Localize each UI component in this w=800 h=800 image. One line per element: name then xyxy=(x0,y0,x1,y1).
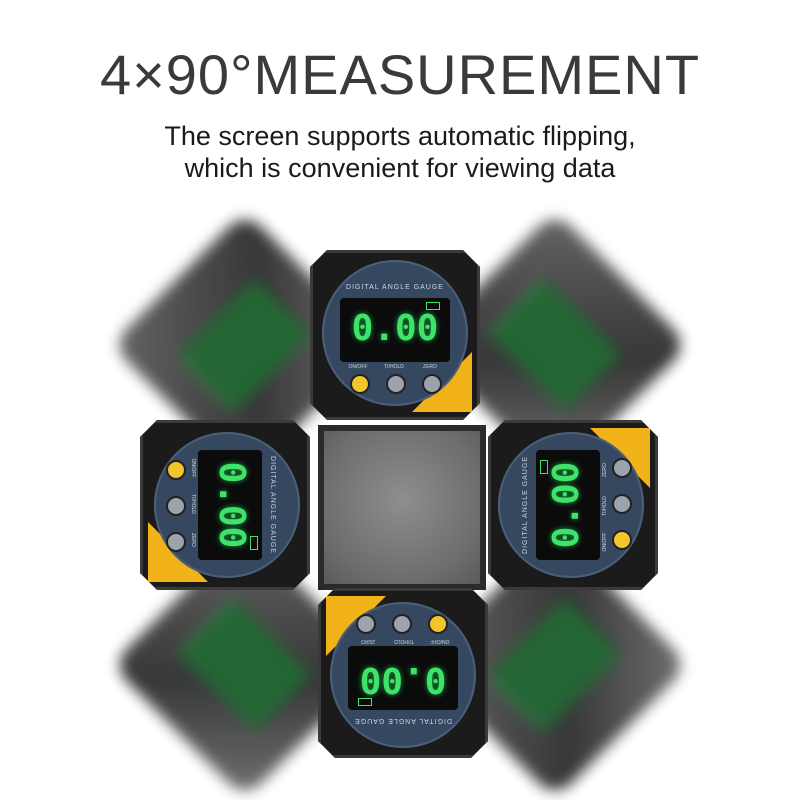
lcd-display: 0.00 xyxy=(198,450,262,560)
label-onoff: ON/OFF xyxy=(190,458,196,478)
onoff-button[interactable] xyxy=(350,374,370,394)
angle-reading: 0.00 xyxy=(211,461,252,549)
label-hold: TI/HOLD xyxy=(384,364,404,370)
gauge-brand: DIGITAL ANGLE GAUGE xyxy=(354,717,452,724)
onoff-button[interactable] xyxy=(428,614,448,634)
angle-reading: 0.00 xyxy=(351,308,439,349)
angle-reading: 0.00 xyxy=(546,461,587,549)
label-hold: TI/HOLD xyxy=(394,638,414,644)
subtitle-line-2: which is convenient for viewing data xyxy=(184,153,616,183)
subtitle-line-1: The screen supports automatic flipping, xyxy=(164,121,636,151)
gauge-brand: DIGITAL ANGLE GAUGE xyxy=(522,456,529,554)
gauge-left: DIGITAL ANGLE GAUGE 0.00 ON/OFF TI/HOLD … xyxy=(140,420,310,590)
hold-button[interactable] xyxy=(392,614,412,634)
gauge-face: DIGITAL ANGLE GAUGE 0.00 ON/OFF TI/HOLD … xyxy=(330,602,476,748)
zero-button[interactable] xyxy=(356,614,376,634)
lcd-display: 0.00 xyxy=(536,450,600,560)
gauge-top: DIGITAL ANGLE GAUGE 0.00 ON/OFF TI/HOLD … xyxy=(310,250,480,420)
battery-icon xyxy=(426,302,440,310)
gauge-face: DIGITAL ANGLE GAUGE 0.00 ON/OFF TI/HOLD … xyxy=(322,260,468,406)
label-onoff: ON/OFF xyxy=(602,532,608,552)
lcd-display: 0.00 xyxy=(348,646,458,710)
zero-button[interactable] xyxy=(166,532,186,552)
onoff-button[interactable] xyxy=(612,530,632,550)
gauge-bottom: DIGITAL ANGLE GAUGE 0.00 ON/OFF TI/HOLD … xyxy=(318,588,488,758)
zero-button[interactable] xyxy=(422,374,442,394)
hold-button[interactable] xyxy=(386,374,406,394)
onoff-button[interactable] xyxy=(166,460,186,480)
lcd-display: 0.00 xyxy=(340,298,450,362)
label-zero: ZERO xyxy=(423,364,437,370)
gauge-brand: DIGITAL ANGLE GAUGE xyxy=(346,284,444,291)
label-hold: TI/HOLD xyxy=(190,494,196,514)
label-onoff: ON/OFF xyxy=(430,638,450,644)
angle-reading: 0.00 xyxy=(359,659,447,700)
gauge-face: DIGITAL ANGLE GAUGE 0.00 ON/OFF TI/HOLD … xyxy=(498,432,644,578)
gauge-face: DIGITAL ANGLE GAUGE 0.00 ON/OFF TI/HOLD … xyxy=(154,432,300,578)
hold-button[interactable] xyxy=(166,496,186,516)
zero-button[interactable] xyxy=(612,458,632,478)
headline: 4×90°MEASUREMENT xyxy=(99,43,701,106)
gauge-right: DIGITAL ANGLE GAUGE 0.00 ON/OFF TI/HOLD … xyxy=(488,420,658,590)
label-zero: ZERO xyxy=(602,463,608,477)
label-zero: ZERO xyxy=(190,533,196,547)
magnetic-base xyxy=(318,425,486,590)
label-hold: TI/HOLD xyxy=(602,496,608,516)
label-onoff: ON/OFF xyxy=(348,364,368,370)
gauge-brand: DIGITAL ANGLE GAUGE xyxy=(269,456,276,554)
label-zero: ZERO xyxy=(361,638,375,644)
hold-button[interactable] xyxy=(612,494,632,514)
